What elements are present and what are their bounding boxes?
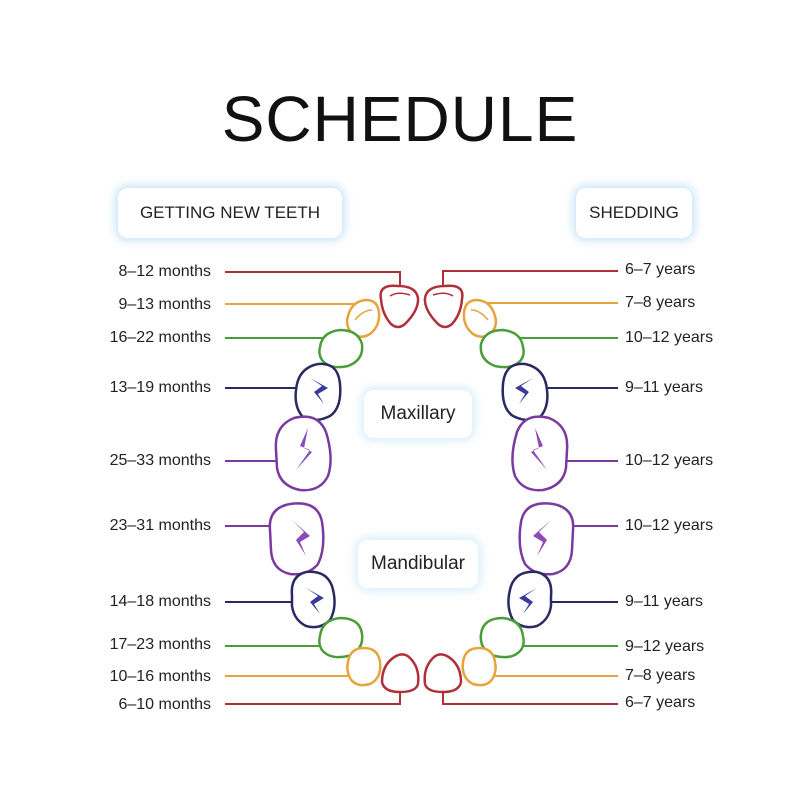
page-title: SCHEDULE [221, 83, 579, 155]
lower-second-molar-left-tooth [268, 502, 325, 576]
getting-new-teeth-header: GETTING NEW TEETH [118, 188, 342, 238]
shed-lower-lateral-incisor: 7–8 years [625, 667, 696, 684]
shed-upper-second-molar: 10–12 years [625, 452, 714, 469]
erupt-lower-canine: 17–23 months [109, 636, 211, 653]
shed-upper-canine: 10–12 years [625, 329, 714, 346]
upper-canine-left-tooth [318, 328, 364, 369]
maxillary-label: Maxillary [364, 390, 472, 438]
shed-upper-central-incisor: 6–7 years [625, 261, 696, 278]
erupt-upper-second-molar: 25–33 months [109, 452, 211, 469]
lower-central-incisor-right-tooth [423, 653, 463, 694]
leader-upper-central-right [442, 270, 618, 292]
leader-upper-central-left [225, 271, 401, 292]
upper-central-incisor-right-tooth [423, 284, 464, 329]
erupt-upper-canine: 16–22 months [109, 329, 211, 346]
shed-lower-second-molar: 10–12 years [625, 517, 714, 534]
maxillary-text: Maxillary [380, 403, 456, 424]
shed-lower-first-molar: 9–11 years [625, 593, 703, 610]
shed-lower-canine: 9–12 years [625, 638, 705, 655]
mandibular-text: Mandibular [371, 553, 465, 574]
upper-canine-right-tooth [479, 328, 525, 369]
erupt-upper-central-incisor: 8–12 months [118, 263, 211, 280]
lower-arch [225, 502, 618, 705]
lower-central-incisor-left-tooth [380, 653, 420, 694]
shed-upper-lateral-incisor: 7–8 years [625, 294, 696, 311]
lower-first-molar-right-tooth [507, 570, 553, 629]
erupt-upper-lateral-incisor: 9–13 months [118, 296, 211, 313]
lower-lateral-incisor-right-tooth [461, 646, 497, 687]
leader-lower-central-left [225, 688, 401, 705]
shedding-header: SHEDDING [576, 188, 692, 238]
erupt-upper-first-molar: 13–19 months [109, 379, 211, 396]
lower-first-molar-left-tooth [290, 570, 336, 629]
mandibular-label: Mandibular [358, 540, 478, 588]
erupt-lower-second-molar: 23–31 months [109, 517, 211, 534]
shedding-label: SHEDDING [589, 203, 679, 222]
upper-central-incisor-left-tooth [379, 284, 420, 329]
leader-lower-central-right [442, 688, 618, 705]
erupt-lower-lateral-incisor: 10–16 months [109, 668, 211, 685]
upper-second-molar-left-tooth [274, 415, 332, 492]
lower-lateral-incisor-left-tooth [346, 646, 382, 687]
getting-new-teeth-label: GETTING NEW TEETH [139, 203, 321, 222]
shed-lower-central-incisor: 6–7 years [625, 694, 696, 711]
erupt-lower-central-incisor: 6–10 months [118, 696, 211, 713]
erupt-lower-first-molar: 14–18 months [109, 593, 211, 610]
upper-arch [225, 270, 618, 492]
shed-upper-first-molar: 9–11 years [625, 379, 703, 396]
lower-second-molar-right-tooth [518, 502, 575, 576]
upper-second-molar-right-tooth [511, 415, 569, 492]
